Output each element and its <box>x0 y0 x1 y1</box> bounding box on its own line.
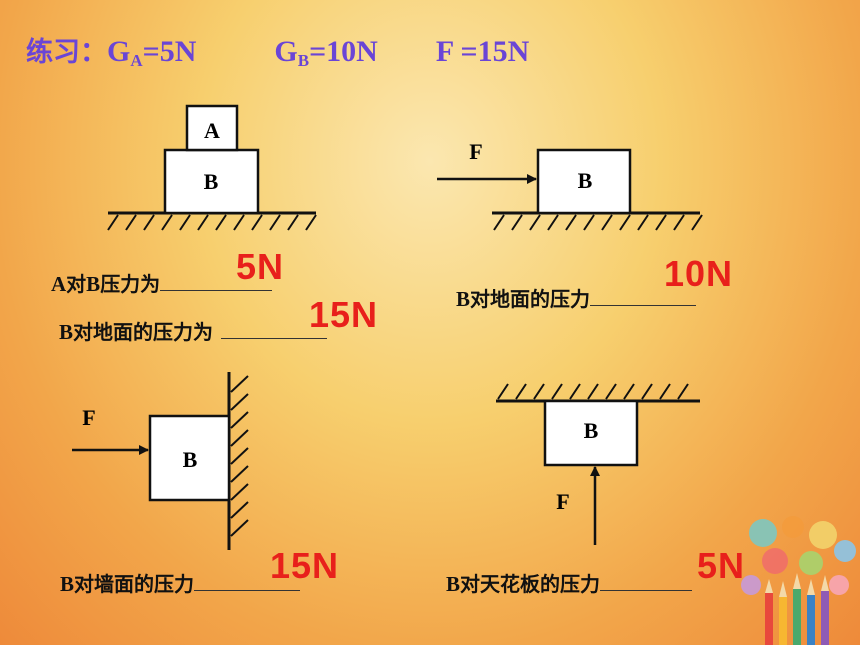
block-b <box>536 148 632 215</box>
answer-q2: 15N <box>309 294 379 335</box>
ground-hatching <box>493 214 703 231</box>
ga-value: =5N <box>142 35 197 68</box>
answer-q1: 5N <box>236 246 285 287</box>
answer-q4: 15N <box>270 545 340 586</box>
force-label: F <box>82 405 95 430</box>
block-b <box>543 399 639 467</box>
block-a <box>185 104 239 152</box>
block-b-label: B <box>183 447 198 472</box>
ceiling-hatching <box>497 383 689 400</box>
question-b-on-wall: B对墙面的压力 <box>60 568 301 597</box>
answer-blank <box>600 570 693 591</box>
block-b <box>148 414 231 502</box>
q4-text: 对墙面的压力 <box>74 572 195 596</box>
diagram-ceiling-push: B F <box>496 383 700 545</box>
ga-subscript: A <box>130 51 143 70</box>
block-a-label: A <box>204 118 220 143</box>
q2-text: 对地面的压力为 <box>73 320 214 344</box>
q1-lead: A <box>51 272 67 296</box>
question-b-on-ground: B对地面的压力为 <box>59 316 328 345</box>
diagram-horizontal-push: B F <box>437 139 703 231</box>
block-b-label: B <box>578 168 593 193</box>
gb-value: =10N <box>309 35 378 68</box>
q1-lead2: B <box>86 272 101 296</box>
block-b <box>163 148 260 215</box>
q5-text: 对天花板的压力 <box>460 572 601 596</box>
q2-lead: B <box>59 320 74 344</box>
title-lead: 练习： <box>26 37 107 68</box>
diagram-stacked-blocks: A B <box>107 104 317 231</box>
q1-text: 压力为 <box>100 272 161 296</box>
force-value: F =15N <box>435 35 530 68</box>
block-b-label: B <box>204 169 219 194</box>
answer-blank <box>590 285 697 306</box>
block-b-label: B <box>584 418 599 443</box>
gb-symbol: G <box>274 35 298 68</box>
wall-hatching <box>230 375 249 537</box>
diagram-wall-push: B F <box>72 372 249 550</box>
answer-q3: 10N <box>664 253 734 294</box>
answer-blank <box>194 570 301 591</box>
answer-blank <box>160 270 273 291</box>
ga-symbol: G <box>107 35 131 68</box>
pencils-decoration-icon <box>741 516 856 645</box>
q5-lead: B <box>446 572 461 596</box>
answer-q5: 5N <box>697 545 746 586</box>
ground-hatching <box>107 214 317 231</box>
question-a-on-b: A对B压力为 <box>51 268 273 297</box>
q4-lead: B <box>60 572 75 596</box>
q1-mid: 对 <box>66 272 87 296</box>
force-label: F <box>556 489 569 514</box>
q3-text: 对地面的压力 <box>470 287 591 311</box>
question-b-on-ceiling: B对天花板的压力 <box>446 568 693 597</box>
answer-blank <box>221 318 328 339</box>
gb-subscript: B <box>297 51 310 70</box>
question-b-on-ground-push: B对地面的压力 <box>456 283 697 312</box>
force-label: F <box>469 139 482 164</box>
q3-lead: B <box>456 287 471 311</box>
